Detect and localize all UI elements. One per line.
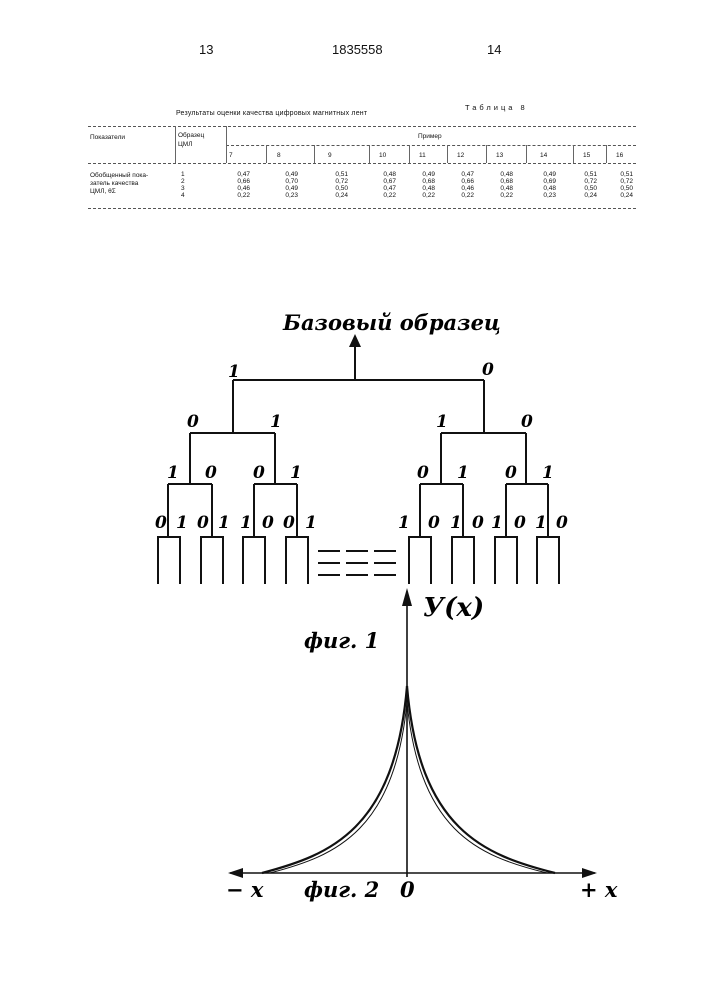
tree-bit: 1 bbox=[436, 412, 448, 432]
arrow-up-icon bbox=[402, 588, 412, 606]
tree-bit: 0 bbox=[283, 513, 295, 533]
fig1-tree bbox=[158, 334, 559, 584]
y-axis-label: У(х) bbox=[423, 593, 484, 623]
x-pos-label: + х bbox=[580, 877, 618, 902]
tree-bit: 1 bbox=[535, 513, 547, 533]
tree-bit: 0 bbox=[187, 412, 199, 432]
tree-bit: 1 bbox=[228, 362, 240, 382]
tree-bit: 1 bbox=[450, 513, 462, 533]
tree-bit: 1 bbox=[270, 412, 282, 432]
fig2-caption: фиг. 2 bbox=[304, 877, 379, 902]
tree-bit: 0 bbox=[205, 463, 217, 483]
tree-bit: 0 bbox=[155, 513, 167, 533]
tree-bit: 1 bbox=[491, 513, 503, 533]
curve-left-inner bbox=[270, 690, 408, 873]
tree-bit: 1 bbox=[167, 463, 179, 483]
tree-bit: 1 bbox=[290, 463, 302, 483]
tree-bit: 1 bbox=[305, 513, 317, 533]
tree-bit: 0 bbox=[253, 463, 265, 483]
tree-bit: 1 bbox=[542, 463, 554, 483]
origin-label: 0 bbox=[400, 877, 415, 902]
tree-bit: 1 bbox=[240, 513, 252, 533]
tree-bit: 0 bbox=[472, 513, 484, 533]
tree-bit: 0 bbox=[556, 513, 568, 533]
tree-bit: 0 bbox=[505, 463, 517, 483]
tree-bit: 0 bbox=[417, 463, 429, 483]
tree-bit: 1 bbox=[176, 513, 188, 533]
fig2-plot bbox=[228, 588, 597, 878]
tree-bit: 0 bbox=[262, 513, 274, 533]
fig1-caption: фиг. 1 bbox=[304, 628, 379, 653]
tree-bit: 0 bbox=[428, 513, 440, 533]
tree-bit: 1 bbox=[398, 513, 410, 533]
curve-right-inner bbox=[406, 690, 547, 873]
curve-left bbox=[262, 686, 407, 873]
tree-bit: 1 bbox=[457, 463, 469, 483]
tree-bit: 1 bbox=[218, 513, 230, 533]
tree-bit: 0 bbox=[197, 513, 209, 533]
arrow-up-icon bbox=[349, 334, 361, 347]
tree-bit: 0 bbox=[521, 412, 533, 432]
x-neg-label: − х bbox=[226, 877, 264, 902]
fig1-title: Базовый образец bbox=[282, 310, 501, 335]
curve-right bbox=[407, 686, 555, 873]
tree-bit: 0 bbox=[482, 360, 494, 380]
tree-bit: 0 bbox=[514, 513, 526, 533]
